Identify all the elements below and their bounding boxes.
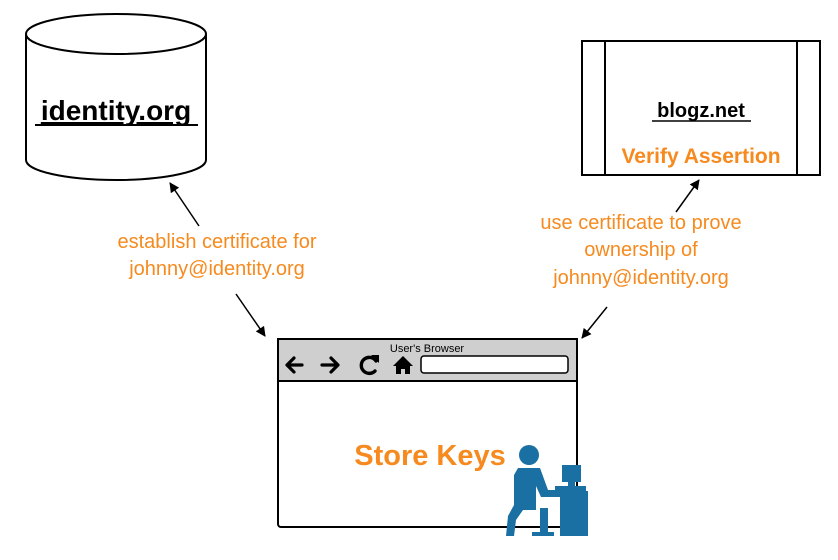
right-edge-label: use certificate to prove ownership of jo… <box>540 212 741 289</box>
identity-server-database: identity.org <box>25 13 207 181</box>
store-keys-label: Store Keys <box>354 440 506 472</box>
right-edge-line-3: johnny@identity.org <box>552 267 729 289</box>
user-browser-window: User's Browser Store Keys <box>277 338 588 536</box>
relying-party-box: blogz.net Verify Assertion <box>581 40 821 176</box>
reload-icon[interactable] <box>359 355 379 376</box>
arrow-to-identity-server <box>169 182 200 227</box>
person-at-computer-icon <box>506 445 588 536</box>
verify-assertion-label: Verify Assertion <box>621 145 780 168</box>
browser-title: User's Browser <box>390 343 465 355</box>
right-edge-line-1: use certificate to prove <box>540 212 741 234</box>
forward-arrow-icon[interactable] <box>320 356 340 374</box>
arrow-to-browser-left <box>235 293 266 337</box>
arrow-to-browser-right <box>581 306 608 339</box>
relying-party-label: blogz.net <box>657 100 745 122</box>
arrow-to-relying-party <box>675 179 700 213</box>
address-bar[interactable] <box>420 355 569 374</box>
left-edge-label: establish certificate for johnny@identit… <box>118 231 317 280</box>
identity-server-label: identity.org <box>41 95 191 126</box>
back-arrow-icon[interactable] <box>285 356 304 374</box>
home-icon[interactable] <box>393 356 413 374</box>
left-edge-line-2: johnny@identity.org <box>128 258 305 280</box>
right-edge-line-2: ownership of <box>584 239 698 261</box>
left-edge-line-1: establish certificate for <box>118 231 317 253</box>
